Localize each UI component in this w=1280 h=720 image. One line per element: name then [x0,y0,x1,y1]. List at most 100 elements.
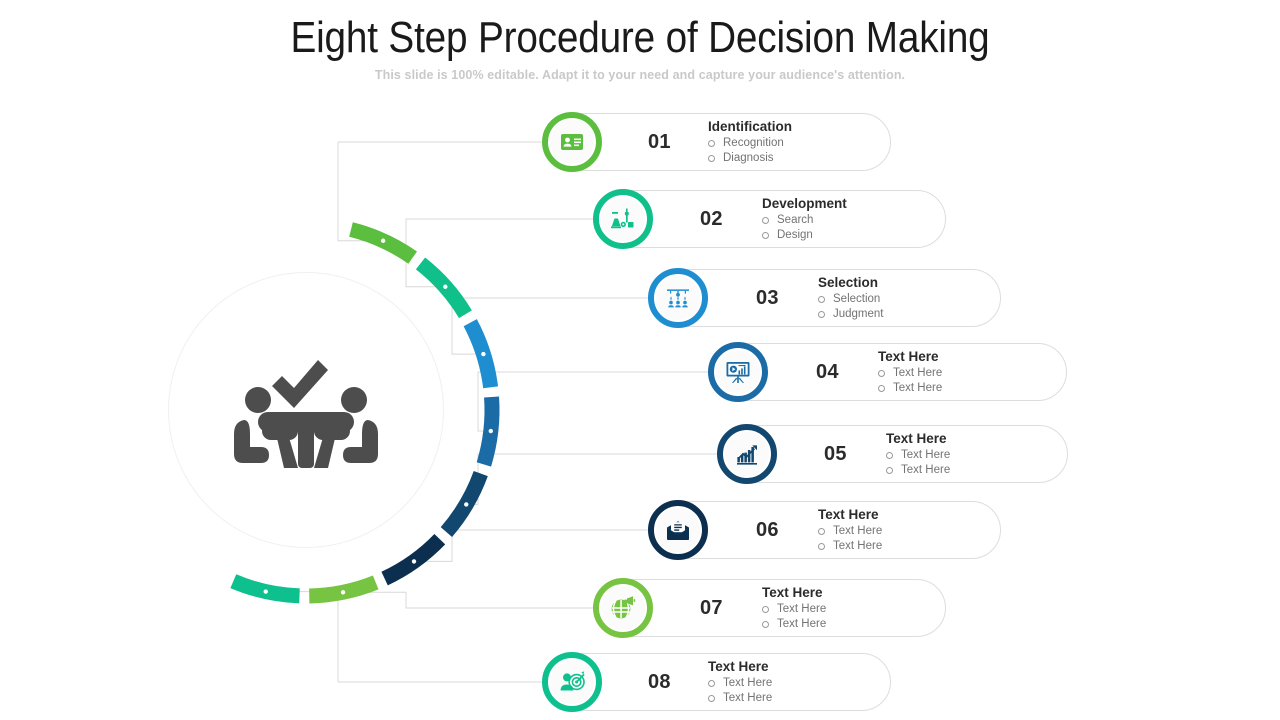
step-card[interactable] [571,653,891,711]
bullet-marker-icon [818,295,825,303]
step-bullet: Text Here [886,463,950,478]
arc-segment-dot [339,589,347,596]
step-number: 08 [648,671,671,693]
step-bullet-label: Text Here [893,366,943,379]
step-icon-badge[interactable] [542,112,602,172]
step-card[interactable] [571,113,891,171]
step-icon-badge[interactable] [708,342,768,402]
step-heading: Text Here [886,430,947,446]
step-icon-badge[interactable] [648,500,708,560]
step-number: 02 [700,208,723,230]
page-subtitle: This slide is 100% editable. Adapt it to… [374,68,906,83]
arc-segment-dot [487,427,495,435]
step-card[interactable] [677,501,1001,559]
step-card[interactable] [622,190,946,248]
step-bullet-label: Text Here [901,463,951,476]
connector-line [337,141,573,242]
step-bullet: Text Here [818,539,882,554]
step-heading: Text Here [878,348,939,364]
bullet-marker-icon [708,139,715,147]
step-card[interactable] [746,425,1068,483]
step-bullet: Text Here [818,524,882,539]
id-card-icon [550,120,594,164]
step-bullet: Text Here [708,676,772,691]
step-bullet-label: Text Here [901,448,951,461]
bullet-marker-icon [886,466,893,474]
step-bullet: Judgment [818,307,884,322]
step-bullet: Text Here [878,366,942,381]
bullet-marker-icon [762,231,769,239]
bullet-marker-icon [762,620,769,628]
slide-header: Eight Step Procedure of Decision Making … [0,0,1280,82]
step-bullet: Text Here [762,602,826,617]
bullet-marker-icon [878,369,885,377]
step-bullet: Text Here [886,448,950,463]
connector-line [265,591,573,683]
step-number: 05 [824,443,847,465]
step-bullet: Design [762,228,847,243]
presentation-board-icon [716,350,760,394]
bullet-marker-icon [878,384,885,392]
step-bullet: Text Here [708,691,772,706]
step-number: 03 [756,287,779,309]
step-icon-badge[interactable] [542,652,602,712]
step-bullet-label: Search [777,213,814,226]
step-bullet-label: Text Here [723,691,773,704]
arc-segment-dot [262,588,269,595]
step-bullet-label: Text Here [893,381,943,394]
step-bullet: Selection [818,292,884,307]
step-bullet-label: Text Here [777,602,827,615]
bullet-marker-icon [818,542,825,550]
step-number: 01 [648,131,671,153]
step-card[interactable] [677,269,1001,327]
step-bullet-label: Design [777,228,813,241]
bullet-marker-icon [762,605,769,613]
step-heading: Identification [708,118,792,134]
step-icon-badge[interactable] [717,424,777,484]
arc-segment-dot [410,558,418,565]
step-heading: Text Here [708,658,769,674]
connector-line [414,529,679,562]
step-bullet-label: Text Here [833,524,883,537]
step-bullet-label: Text Here [833,539,883,552]
step-number: 07 [700,597,723,619]
arc-segment-dot [480,350,487,358]
bullet-marker-icon [818,527,825,535]
step-bullet: Text Here [878,381,942,396]
connector-line [451,297,679,355]
step-bullet: Search [762,213,847,228]
bullet-marker-icon [762,216,769,224]
step-bullet-label: Text Here [723,676,773,689]
step-bullet: Text Here [762,617,826,632]
step-icon-badge[interactable] [593,578,653,638]
bullet-marker-icon [708,694,715,702]
step-bullet-label: Recognition [723,136,784,149]
step-icon-badge[interactable] [593,189,653,249]
growth-chart-icon [725,432,769,476]
step-icon-badge[interactable] [648,268,708,328]
step-number: 06 [756,519,779,541]
step-card[interactable] [622,579,946,637]
step-heading: Selection [818,274,879,290]
step-card[interactable] [737,343,1067,401]
connector-line [343,591,624,609]
step-heading: Development [762,195,847,211]
bullet-marker-icon [818,310,825,318]
lab-flask-icon [601,197,645,241]
